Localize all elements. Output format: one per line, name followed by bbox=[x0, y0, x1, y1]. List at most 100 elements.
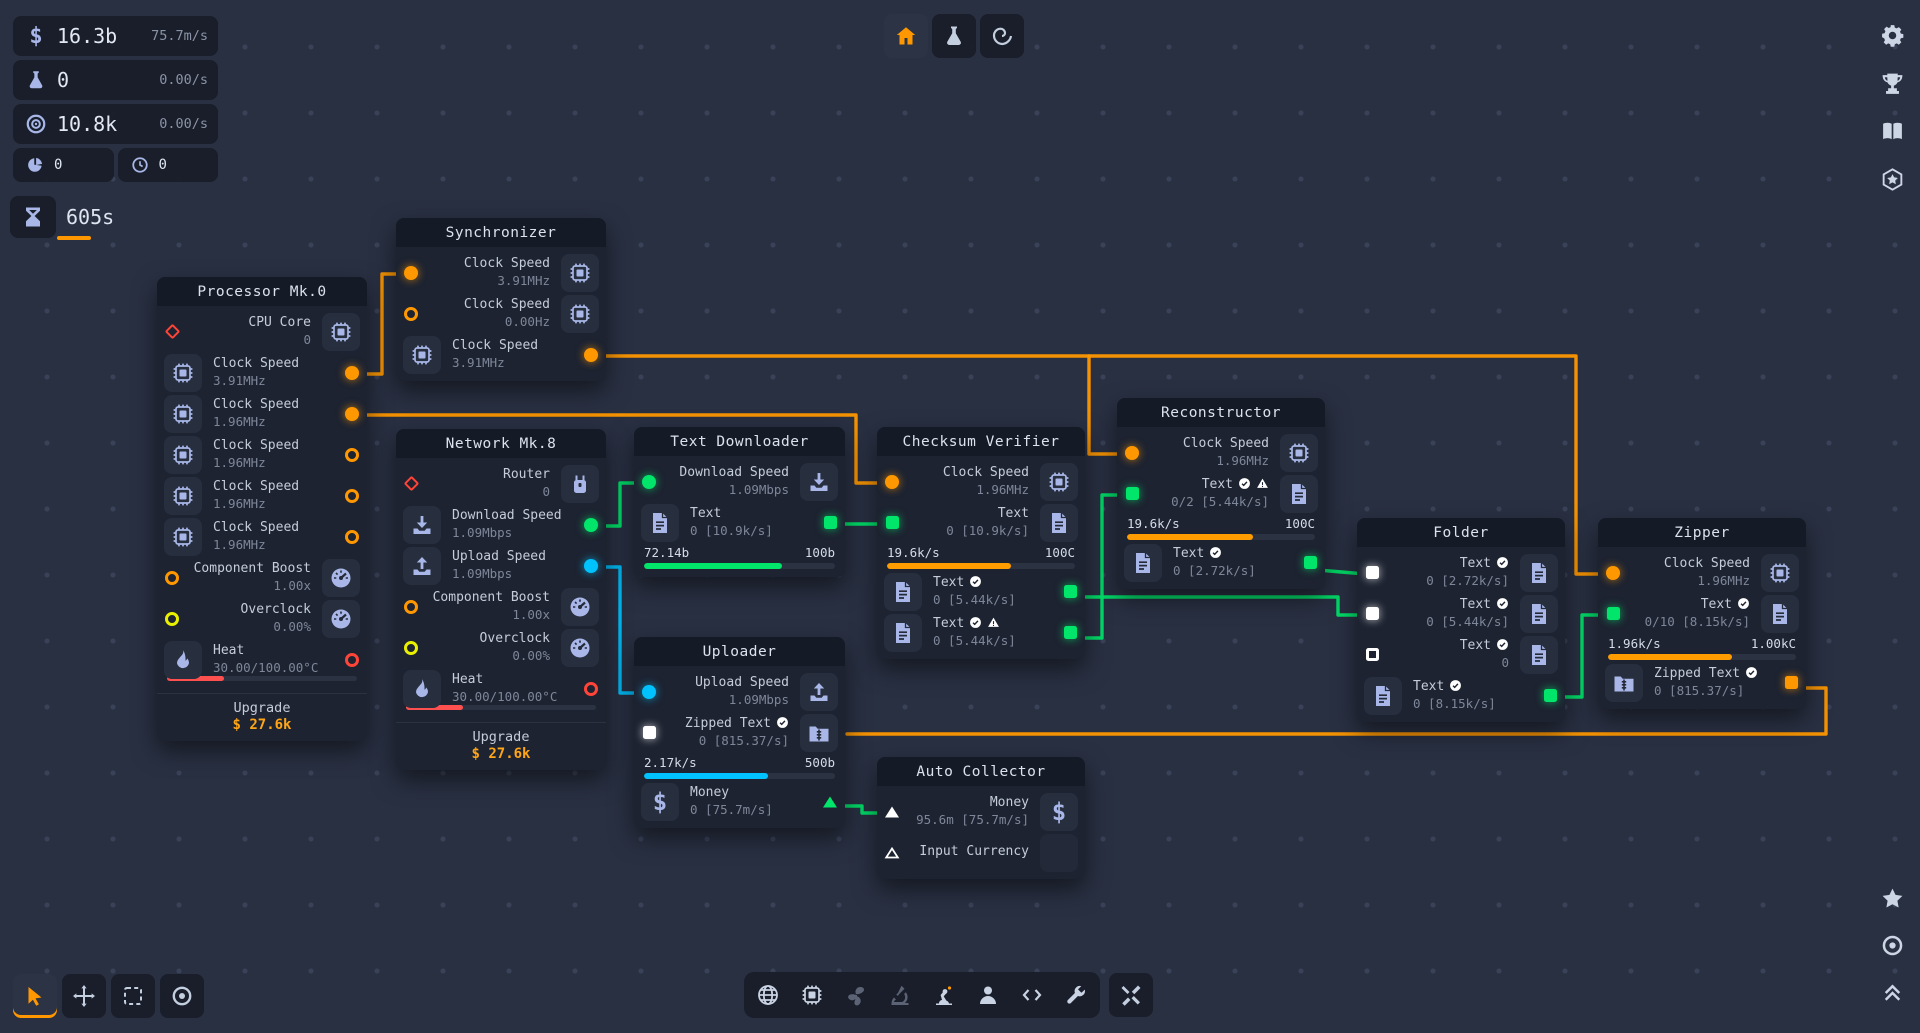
perks-button[interactable] bbox=[1872, 160, 1912, 198]
tools-tab-button[interactable] bbox=[1055, 975, 1097, 1015]
output-port[interactable] bbox=[1295, 556, 1325, 569]
nav-prestige-button[interactable] bbox=[980, 14, 1024, 58]
upgrade-button[interactable]: Upgrade$ 27.6k bbox=[396, 722, 606, 764]
resource-rate: 0.00/s bbox=[159, 72, 208, 88]
output-port[interactable] bbox=[337, 529, 367, 544]
output-port[interactable] bbox=[815, 516, 845, 529]
select-tool-button[interactable] bbox=[13, 974, 57, 1018]
doc-icon bbox=[1520, 594, 1558, 633]
output-port[interactable] bbox=[1776, 676, 1806, 689]
marquee-tool-button[interactable] bbox=[111, 974, 155, 1018]
input-port[interactable] bbox=[1357, 648, 1387, 661]
input-port[interactable] bbox=[1598, 607, 1628, 620]
output-port[interactable] bbox=[1535, 689, 1565, 702]
output-port[interactable] bbox=[576, 558, 606, 573]
output-port[interactable] bbox=[337, 488, 367, 503]
nav-research-button[interactable] bbox=[932, 14, 976, 58]
input-port[interactable] bbox=[1357, 607, 1387, 620]
output-port[interactable] bbox=[576, 681, 606, 696]
input-port[interactable] bbox=[396, 306, 426, 321]
input-port[interactable] bbox=[877, 516, 907, 529]
output-port[interactable] bbox=[1055, 626, 1085, 639]
input-port[interactable] bbox=[634, 726, 664, 739]
nav-home-button[interactable] bbox=[884, 14, 928, 58]
achievements-button[interactable] bbox=[1872, 64, 1912, 102]
node-title: Auto Collector bbox=[877, 757, 1085, 786]
output-port[interactable] bbox=[815, 795, 845, 809]
input-port[interactable] bbox=[634, 684, 664, 699]
staff-tab-button[interactable] bbox=[967, 975, 1009, 1015]
center-view-button[interactable] bbox=[1872, 926, 1912, 964]
settings-button[interactable] bbox=[1872, 16, 1912, 54]
favorites-button[interactable] bbox=[1872, 879, 1912, 917]
input-port[interactable] bbox=[877, 846, 907, 860]
hardware-tab-button[interactable] bbox=[791, 975, 833, 1015]
input-port[interactable] bbox=[1117, 487, 1147, 500]
input-port[interactable] bbox=[877, 474, 907, 489]
output-port[interactable] bbox=[337, 652, 367, 667]
input-port[interactable] bbox=[396, 640, 426, 655]
input-port[interactable] bbox=[157, 611, 187, 626]
cooling-tab-button[interactable] bbox=[835, 975, 877, 1015]
output-port[interactable] bbox=[576, 347, 606, 362]
collapse-panel-button[interactable] bbox=[1872, 973, 1912, 1011]
dollar-icon: $ bbox=[1040, 792, 1078, 831]
output-port[interactable] bbox=[337, 447, 367, 462]
codex-button[interactable] bbox=[1872, 112, 1912, 150]
output-port[interactable] bbox=[337, 406, 367, 421]
input-port[interactable] bbox=[157, 570, 187, 585]
input-port[interactable] bbox=[1357, 566, 1387, 579]
circlesel-icon bbox=[1880, 933, 1905, 958]
input-port[interactable] bbox=[396, 599, 426, 614]
pan-tool-button[interactable] bbox=[62, 974, 106, 1018]
resource-time-tokens: 0 bbox=[117, 148, 218, 182]
upgrade-button[interactable]: Upgrade$ 27.6k bbox=[157, 693, 367, 735]
marquee-icon bbox=[121, 984, 145, 1008]
input-port[interactable] bbox=[396, 265, 426, 280]
input-port[interactable] bbox=[396, 475, 426, 492]
input-port[interactable] bbox=[634, 474, 664, 489]
output-port[interactable] bbox=[337, 365, 367, 380]
research-tab-button[interactable] bbox=[879, 975, 921, 1015]
area-tool-button[interactable] bbox=[160, 974, 204, 1018]
book-icon bbox=[1880, 119, 1905, 144]
output-port[interactable] bbox=[576, 517, 606, 532]
software-tab-button[interactable] bbox=[1011, 975, 1053, 1015]
build-menu-button[interactable] bbox=[1109, 973, 1153, 1017]
output-port[interactable] bbox=[1055, 585, 1085, 598]
node-title: Network Mk.8 bbox=[396, 429, 606, 458]
input-port[interactable] bbox=[877, 805, 907, 819]
history-icon bbox=[127, 156, 153, 174]
network-tab-button[interactable] bbox=[747, 975, 789, 1015]
automation-tab-button[interactable] bbox=[923, 975, 965, 1015]
heat-bar bbox=[157, 676, 367, 689]
input-port[interactable] bbox=[1117, 445, 1147, 460]
input-port[interactable] bbox=[1598, 565, 1628, 580]
input-port[interactable] bbox=[157, 323, 187, 340]
